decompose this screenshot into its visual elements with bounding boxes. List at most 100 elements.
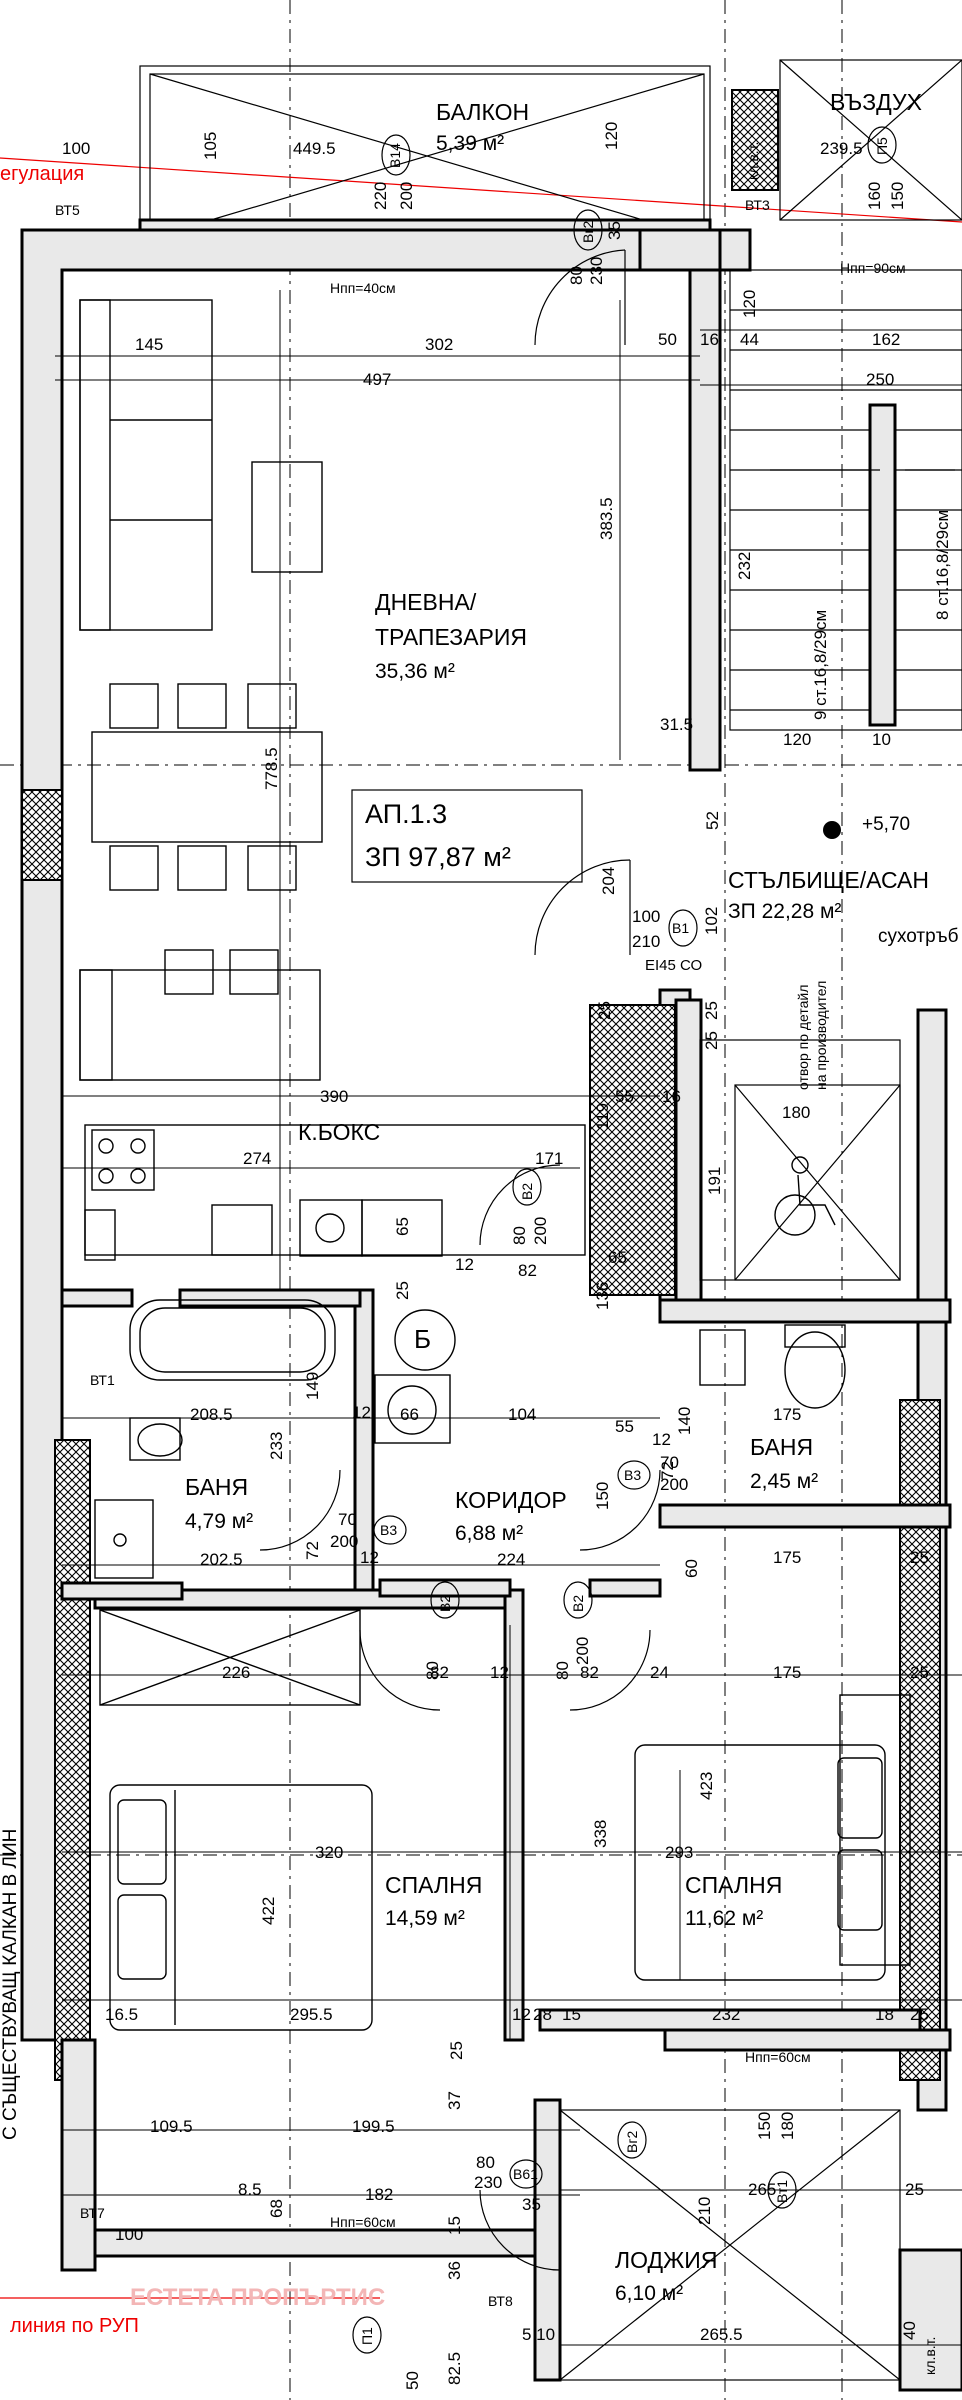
dim: 8.5 [238, 2180, 262, 2199]
dim: 44 [740, 330, 759, 349]
dim: 226 [222, 1663, 250, 1682]
sofa [79, 299, 213, 631]
living-area: 35,36 м² [375, 660, 455, 683]
dim: 50 [403, 2371, 422, 2390]
dim: 232 [735, 552, 754, 580]
tag-bt3: ВТ3 [745, 197, 770, 213]
living-name-1: ДНЕВНА/ [375, 589, 477, 615]
walls [20, 228, 952, 2272]
balcony [138, 65, 712, 247]
kitchen-counter [84, 1124, 586, 1261]
bedroom-right-area: 11,62 м² [685, 1907, 763, 1930]
loggia [533, 2098, 962, 2392]
dim: 72 [303, 1541, 322, 1560]
dim: 293 [665, 1843, 693, 1862]
living-name-2: ТРАПЕЗАРИЯ [375, 624, 527, 650]
tag-bt8: ВТ8 [488, 2293, 513, 2309]
toilet-right [784, 1324, 846, 1409]
klvt-1: кл.в.т. [745, 142, 761, 180]
stairs-name: СТЪЛБИЩЕ/АСАН [728, 867, 929, 893]
boiler-label: Б [414, 1324, 431, 1354]
sill-60b: Нпп=60см [330, 2214, 396, 2230]
dim: 18 [875, 2005, 894, 2024]
dim: 422 [259, 1897, 278, 1925]
tag-b2c: В2 [570, 1595, 586, 1612]
apartment-code: АП.1.3 [365, 799, 447, 829]
loggia-name: ЛОДЖИЯ [615, 2247, 717, 2273]
dim: 25 [702, 1031, 721, 1050]
dim: 37 [445, 2091, 464, 2110]
corridor-area: 6,88 м² [455, 1522, 523, 1545]
stair-flight-1: 9 ст.16,8/29см [811, 610, 830, 720]
dim: 220 [371, 182, 390, 210]
dim: 295.5 [290, 2005, 333, 2024]
wardrobe-left [99, 1609, 361, 1706]
rup-line-label: линия по РУП [10, 2315, 139, 2337]
dimension-numbers: 100 449.5 105 220 200 120 239.5 160 150 … [62, 122, 929, 2390]
element-tags: ВТ5 ВТ3 ВТ1 ВТ7 ВТ8 В14 Вг2 В1 В2 В2 В2 … [55, 126, 897, 2354]
dim: 82 [518, 1261, 537, 1280]
dim: 82 [430, 1663, 449, 1682]
dim: 35 [605, 221, 624, 240]
balcony-area: 5,39 м² [436, 132, 504, 155]
dim: 28 [533, 2005, 552, 2024]
wardrobe-right [839, 1694, 911, 1966]
dim: 230 [474, 2173, 502, 2192]
dim: 15 [445, 2216, 464, 2235]
misc-labels: егулация линия по РУП ЕСТЕТА ПРОПЪРТИС С… [0, 142, 959, 2375]
tag-b61: В61 [513, 2166, 538, 2182]
dim: 302 [425, 335, 453, 354]
dim: 65 [608, 1248, 627, 1267]
dim: 274 [243, 1149, 271, 1168]
dimension-lines [55, 290, 962, 2346]
dining-table [91, 683, 323, 891]
dim: 12 [512, 2005, 531, 2024]
dim: 70 [660, 1453, 679, 1472]
dim: 50 [658, 330, 677, 349]
dim: 160 [865, 182, 884, 210]
tag-b3a: В3 [380, 1522, 397, 1538]
dim: 10 [872, 730, 891, 749]
bedroom-right-name: СПАЛНЯ [685, 1872, 782, 1898]
wheelchair-icon [774, 1156, 836, 1236]
tag-bt11: Вт1 [774, 2180, 790, 2203]
dim: 100 [115, 2225, 143, 2244]
dim: 180 [782, 1103, 810, 1122]
dim: 232 [712, 2005, 740, 2024]
dim: 16 [662, 1087, 681, 1106]
bath-left-name: БАНЯ [185, 1474, 248, 1500]
dim: 12 [360, 1548, 379, 1567]
dim: 390 [320, 1087, 348, 1106]
stair-flight-2: 8 ст.16,8/29см [933, 510, 952, 620]
dim: 60 [682, 1559, 701, 1578]
fire-door-label: EI45 СО [645, 957, 702, 974]
dim: 199.5 [352, 2117, 395, 2136]
coffee-table [251, 461, 323, 573]
tag-bt7: ВТ7 [80, 2205, 105, 2221]
dim: 224 [497, 1550, 525, 1569]
dim: 265 [748, 2180, 776, 2199]
dim: 31.5 [660, 715, 693, 734]
shower-right [699, 1329, 746, 1386]
bathtub [129, 1299, 336, 1381]
dim: 100 [62, 139, 90, 158]
dim: 52 [703, 811, 722, 830]
elevator [589, 998, 901, 1302]
dim: 12 [652, 1430, 671, 1449]
air-name: ВЪЗДУХ [830, 89, 922, 115]
elevation-marker [823, 821, 841, 839]
dim: 250 [866, 370, 894, 389]
dim: 200 [330, 1532, 358, 1551]
stairs-area: ЗП 22,28 м² [728, 900, 841, 923]
dim: 80 [553, 1661, 572, 1680]
dim: 239.5 [820, 139, 863, 158]
sill-60a: Нпп=60см [745, 2049, 811, 2065]
bath-right-area: 2,45 м² [750, 1470, 818, 1493]
bath-right-name: БАНЯ [750, 1434, 813, 1460]
tag-b12a: Вг2 [580, 221, 596, 243]
dim: 105 [201, 132, 220, 160]
door-swings [259, 249, 661, 2271]
loggia-area: 6,10 м² [615, 2282, 683, 2305]
dim: 102 [702, 907, 721, 935]
